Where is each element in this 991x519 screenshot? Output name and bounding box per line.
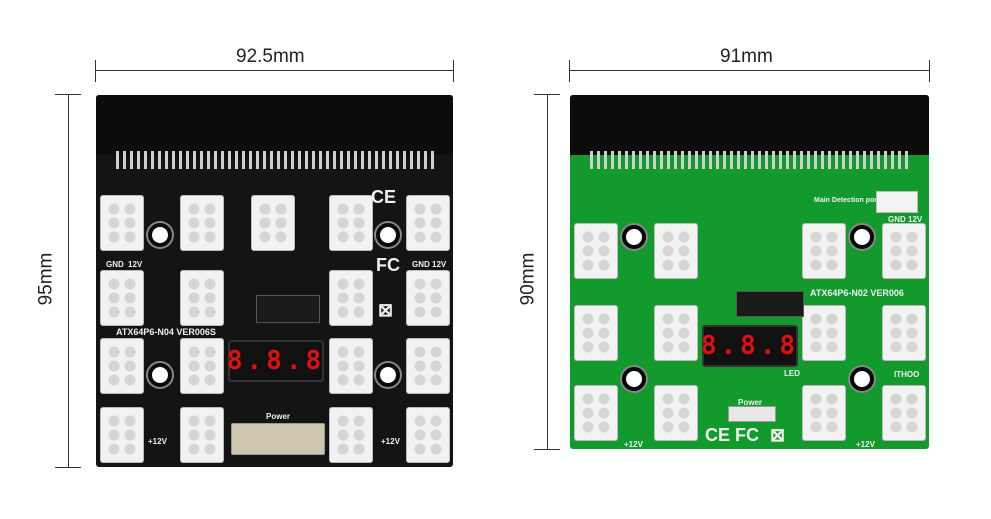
right-connector — [574, 223, 618, 279]
right-plus12v-label: +12V — [624, 440, 643, 449]
left-connector — [329, 338, 373, 394]
left-led-display: 8.8.8 — [227, 340, 324, 382]
right-width-label: 91mm — [720, 46, 773, 67]
right-power-switch[interactable] — [728, 406, 776, 422]
left-connector — [406, 338, 450, 394]
left-connector — [180, 195, 224, 251]
left-connector — [100, 195, 144, 251]
right-led-label: LED — [784, 369, 800, 378]
left-connector — [180, 407, 224, 463]
recycle-bin-icon: ⊠ — [378, 300, 394, 320]
left-mount-hole — [148, 363, 172, 387]
left-mount-hole — [376, 363, 400, 387]
left-width-label: 92.5mm — [236, 46, 305, 67]
left-connector — [100, 270, 144, 326]
right-connector — [654, 385, 698, 441]
left-mount-hole — [376, 223, 400, 247]
left-connector — [180, 270, 224, 326]
right-gnd-label: GND — [888, 215, 906, 224]
left-height-line — [68, 94, 69, 467]
right-model-label: ATX64P6-N02 VER006 — [810, 288, 904, 298]
left-width-line — [95, 70, 453, 71]
right-height-tick-a — [534, 94, 560, 95]
left-width-tick-b — [453, 60, 454, 82]
right-brand-label: ITHOO — [894, 370, 920, 379]
right-connector — [574, 305, 618, 361]
left-connector — [406, 195, 450, 251]
right-width-tick-a — [569, 60, 570, 82]
left-gnd-label-2: GND — [412, 260, 430, 269]
left-connector — [251, 195, 295, 251]
right-12v-label: 12V — [908, 215, 923, 224]
right-plus12v-label-2: +12V — [856, 440, 875, 449]
right-connector — [654, 223, 698, 279]
left-connector — [180, 338, 224, 394]
right-connector — [654, 305, 698, 361]
right-detect-label: Main Detection port — [814, 197, 880, 204]
left-12v-label: 12V — [128, 260, 143, 269]
left-edge-pins — [116, 151, 434, 169]
right-edge-pins — [590, 151, 910, 169]
right-connector — [574, 385, 618, 441]
left-connector — [406, 270, 450, 326]
right-width-line — [569, 70, 929, 71]
right-height-tick-b — [534, 449, 560, 450]
left-12v-label-2: 12V — [432, 260, 447, 269]
left-model-label: ATX64P6-N04 VER006S — [116, 327, 216, 337]
right-connector — [882, 305, 926, 361]
right-connector — [882, 385, 926, 441]
right-height-line — [547, 94, 548, 449]
right-connector — [882, 223, 926, 279]
left-height-tick-a — [55, 94, 81, 95]
left-connector — [329, 195, 373, 251]
right-connector — [802, 223, 846, 279]
right-mount-hole — [622, 367, 646, 391]
left-ic-chip — [256, 295, 320, 323]
right-height-label: 90mm — [517, 252, 539, 306]
left-board: 8.8.8 ATX64P6-N04 VER006S GND 12V GND 12… — [96, 95, 453, 467]
right-switch-label: Power — [738, 398, 763, 407]
right-mount-hole — [850, 225, 874, 249]
left-connector — [329, 270, 373, 326]
left-width-tick-a — [95, 60, 96, 82]
right-board: 8.8.8 LED ATX64P6-N02 VER006 Main Detect… — [570, 95, 929, 449]
right-connector — [802, 385, 846, 441]
right-edge-connector — [570, 95, 929, 155]
ce-mark-icon: CE — [371, 187, 397, 207]
left-connector — [100, 407, 144, 463]
left-power-switch[interactable] — [231, 423, 325, 455]
left-gnd-label: GND — [106, 260, 124, 269]
right-detection-port — [876, 191, 918, 213]
left-height-tick-b — [55, 467, 81, 468]
recycle-bin-icon: ⊠ — [770, 425, 786, 445]
left-connector — [406, 407, 450, 463]
right-width-tick-b — [929, 60, 930, 82]
right-connector — [802, 305, 846, 361]
left-edge-connector — [96, 95, 453, 155]
left-plus12v-label: +12V — [148, 437, 167, 446]
right-ic-chip — [736, 291, 804, 317]
left-mount-hole — [148, 223, 172, 247]
left-height-label: 95mm — [35, 252, 57, 306]
right-mount-hole — [622, 225, 646, 249]
left-connector — [100, 338, 144, 394]
left-connector — [329, 407, 373, 463]
left-plus12v-label-2: +12V — [381, 437, 400, 446]
right-mount-hole — [850, 367, 874, 391]
right-led-display: 8.8.8 — [701, 325, 798, 367]
left-switch-label: Power — [266, 412, 291, 421]
fc-mark-icon: FC — [376, 255, 400, 275]
right-cert-marks: CE FC — [705, 425, 759, 445]
